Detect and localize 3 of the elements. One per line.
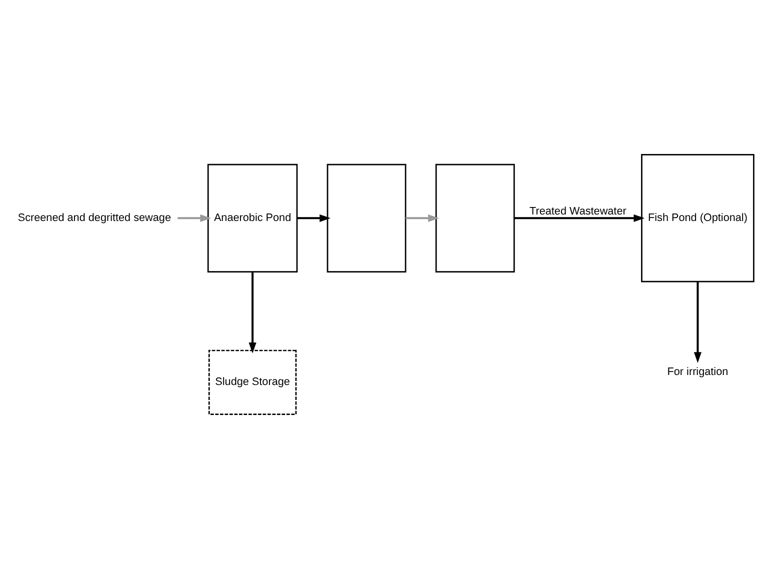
node-text: Screened and degritted sewage [18, 212, 171, 224]
node-text: For irrigation [667, 366, 728, 378]
edge-label: Treated Wastewater [530, 206, 626, 218]
